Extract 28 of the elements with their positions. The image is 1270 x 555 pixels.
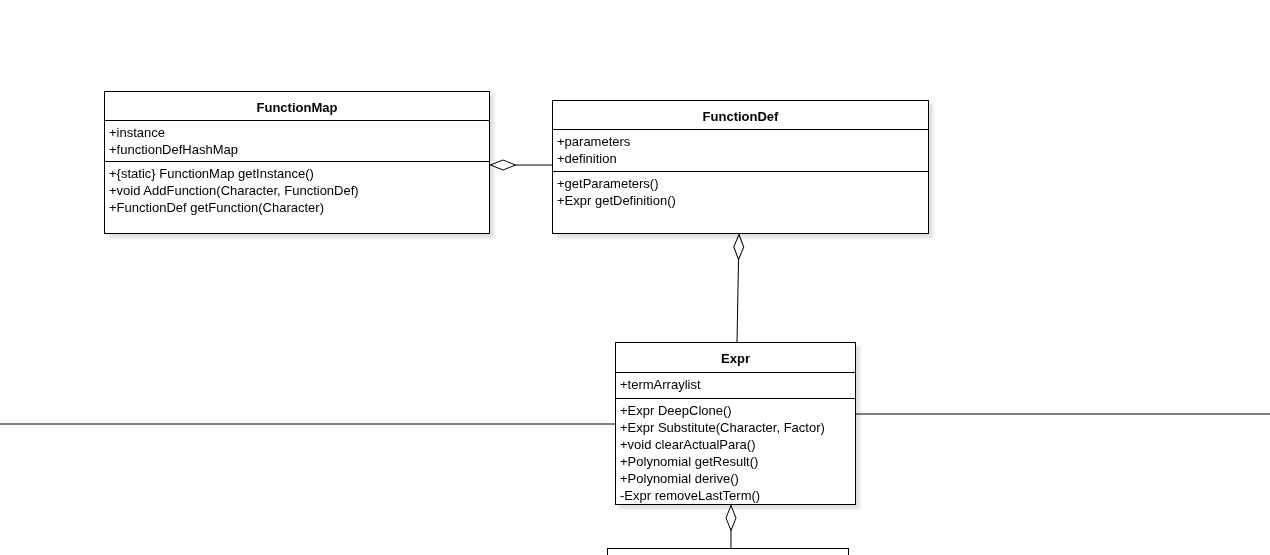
association-line <box>0 423 616 425</box>
method-text: -Expr removeLastTerm() <box>620 487 761 504</box>
method-text: +Expr Substitute(Character, Factor) <box>620 419 825 436</box>
class-name: Expr <box>721 350 750 367</box>
class-box <box>615 342 856 505</box>
attribute-text: +definition <box>557 150 617 167</box>
aggregation-connector <box>725 504 737 549</box>
method-text: +Polynomial derive() <box>620 470 739 487</box>
association-line <box>855 413 1270 415</box>
method-text: +{static} FunctionMap getInstance() <box>109 165 314 182</box>
attribute-text: +instance <box>109 124 165 141</box>
class-name: FunctionDef <box>702 108 779 125</box>
attribute-text: +functionDefHashMap <box>109 141 238 158</box>
method-text: +void clearActualPara() <box>620 436 756 453</box>
aggregation-connector <box>733 233 745 343</box>
class-box <box>104 91 490 234</box>
attribute-text: +parameters <box>557 133 631 150</box>
class-box <box>552 100 929 234</box>
method-text: +Expr getDefinition() <box>557 192 676 209</box>
method-text: +Polynomial getResult() <box>620 453 759 470</box>
method-text: +Expr DeepClone() <box>620 402 732 419</box>
class-box <box>607 548 849 555</box>
attribute-text: +termArraylist <box>620 376 701 393</box>
method-text: +FunctionDef getFunction(Character) <box>109 199 324 216</box>
class-name: FunctionMap <box>256 99 338 116</box>
aggregation-connector <box>489 159 553 171</box>
method-text: +getParameters() <box>557 175 659 192</box>
method-text: +void AddFunction(Character, FunctionDef) <box>109 182 359 199</box>
